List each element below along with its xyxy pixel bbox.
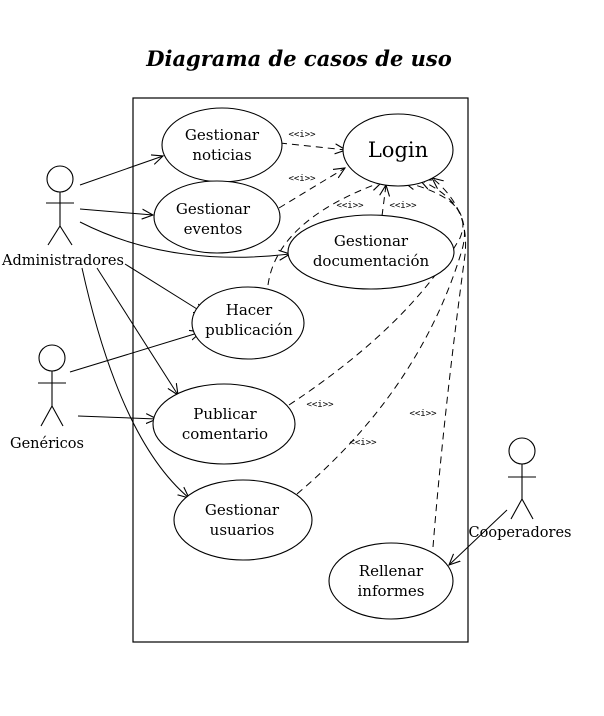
use-case-label: Gestionar bbox=[205, 501, 280, 519]
use-case-label: comentario bbox=[182, 425, 268, 443]
use-case-gestionar-documentacion bbox=[287, 214, 455, 290]
use-case-gestionar-noticias bbox=[161, 107, 283, 183]
use-case-label: noticias bbox=[192, 146, 251, 164]
stereotype-label: <<i>> bbox=[389, 201, 417, 211]
diagram-title: Diagrama de casos de uso bbox=[145, 46, 451, 71]
actor-label-genericos: Genéricos bbox=[10, 436, 84, 452]
assoc-admin-publicacion bbox=[124, 263, 205, 314]
stereotype-label: <<i>> bbox=[288, 174, 316, 184]
use-case-rellenar-informes bbox=[328, 542, 454, 620]
system-boundary bbox=[132, 97, 469, 643]
use-case-label: Hacer bbox=[226, 301, 273, 319]
assoc-genericos-publicacion bbox=[69, 332, 201, 373]
stereotype-label: <<i>> bbox=[349, 438, 377, 448]
assoc-admin-eventos bbox=[79, 208, 153, 215]
use-case-label: Gestionar bbox=[176, 200, 251, 218]
include-informes-login bbox=[432, 178, 467, 548]
include-publicacion-login bbox=[267, 182, 382, 286]
assoc-admin-comentario bbox=[96, 267, 178, 395]
stereotype-label: <<i>> bbox=[409, 409, 437, 419]
include-eventos-login bbox=[278, 168, 345, 209]
use-case-label: eventos bbox=[184, 220, 243, 238]
use-case-label: usuarios bbox=[210, 521, 275, 539]
include-documentacion-login bbox=[382, 185, 386, 217]
include-usuarios-login bbox=[296, 180, 465, 495]
actor-label-administradores: Administradores bbox=[1, 253, 124, 269]
use-case-label: informes bbox=[357, 582, 424, 600]
actor-cooperadores-figure bbox=[508, 437, 536, 520]
actor-genericos-figure bbox=[38, 344, 66, 427]
use-case-label: Rellenar bbox=[359, 562, 424, 580]
use-case-label: publicación bbox=[205, 321, 293, 339]
stereotype-label: <<i>> bbox=[336, 201, 364, 211]
assoc-admin-documentacion bbox=[79, 221, 290, 257]
use-case-publicar-comentario bbox=[152, 383, 296, 465]
include-noticias-login bbox=[279, 142, 346, 150]
use-case-login bbox=[342, 113, 454, 187]
assoc-genericos-comentario bbox=[77, 416, 157, 419]
stereotype-label: <<i>> bbox=[288, 130, 316, 140]
use-case-label: documentación bbox=[313, 252, 430, 270]
use-case-label: Gestionar bbox=[185, 126, 260, 144]
use-case-gestionar-usuarios bbox=[173, 479, 313, 561]
assoc-admin-usuarios bbox=[81, 267, 189, 498]
use-case-hacer-publicacion bbox=[191, 286, 305, 360]
actor-administradores-figure bbox=[46, 165, 74, 246]
actor-label-cooperadores: Cooperadores bbox=[469, 525, 572, 541]
use-case-gestionar-eventos bbox=[153, 180, 281, 254]
use-case-label-login: Login bbox=[368, 138, 428, 162]
assoc-admin-noticias bbox=[79, 156, 163, 186]
use-case-label: Publicar bbox=[193, 405, 257, 423]
assoc-cooperadores-informes bbox=[449, 509, 508, 565]
stereotype-label: <<i>> bbox=[306, 400, 334, 410]
use-case-label: Gestionar bbox=[334, 232, 409, 250]
